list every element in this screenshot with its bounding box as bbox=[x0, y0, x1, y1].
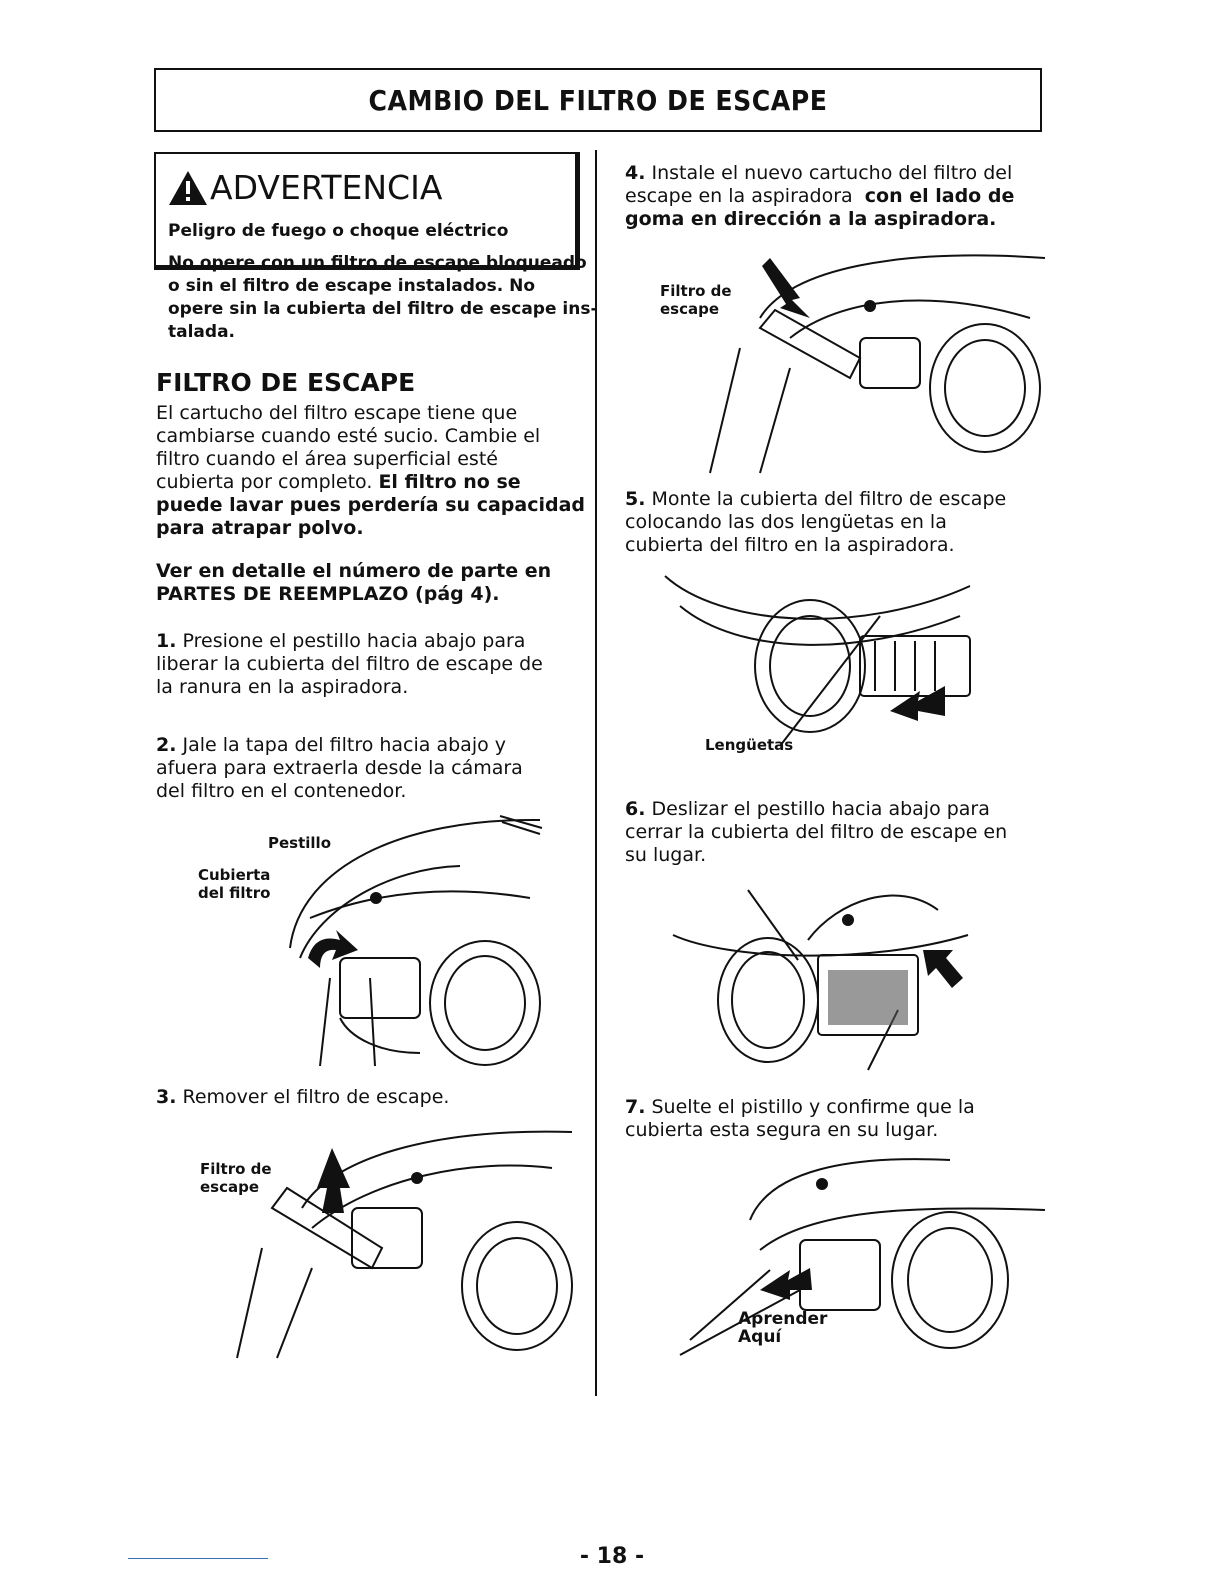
warning-title-text: ADVERTENCIA bbox=[210, 168, 443, 207]
page-number: - 18 - bbox=[579, 1544, 645, 1569]
warning-line: No opere con un filtro de escape bloquea… bbox=[168, 253, 587, 273]
warning-line: opere sin la cubierta del filtro de esca… bbox=[168, 299, 598, 319]
step-text: colocando las dos lengüetas en la bbox=[625, 511, 947, 533]
column-divider bbox=[595, 150, 597, 1396]
intro-line: cambiarse cuando esté sucio. Cambie el bbox=[156, 425, 541, 447]
screw-icon bbox=[816, 1178, 828, 1190]
intro-bold-line: para atrapar polvo. bbox=[156, 517, 364, 539]
step-3: 3. Remover el filtro de escape. bbox=[156, 1086, 449, 1109]
step-number: 3. bbox=[156, 1086, 177, 1108]
up-arrow-icon bbox=[317, 1148, 350, 1213]
step-1: 1. Presione el pestillo hacia abajo para… bbox=[156, 630, 543, 699]
figure-remove-filter bbox=[236, 1130, 573, 1359]
warning-line: talada. bbox=[168, 322, 235, 342]
detail-paragraph: Ver en detalle el número de parte en PAR… bbox=[156, 560, 551, 606]
step-text: Jale la tapa del filtro hacia abajo y bbox=[182, 734, 507, 756]
curved-arrow-icon bbox=[308, 930, 358, 968]
warning-box bbox=[154, 152, 580, 270]
label-line: Cubierta bbox=[198, 866, 271, 884]
label-filtro-escape-3: Filtro de escape bbox=[200, 1160, 272, 1196]
figure-install-filter bbox=[709, 254, 1046, 474]
left-arrow-icon bbox=[890, 686, 945, 721]
intro-line: filtro cuando el área superficial esté bbox=[156, 448, 498, 470]
step-text: Remover el filtro de escape. bbox=[182, 1086, 450, 1108]
label-lenguetas: Lengüetas bbox=[705, 736, 794, 754]
step-text: Instale el nuevo cartucho del filtro del bbox=[651, 162, 1013, 184]
step-number: 5. bbox=[625, 488, 646, 510]
step-text: Deslizar el pestillo hacia abajo para bbox=[651, 798, 990, 820]
step-text: Monte la cubierta del filtro de escape bbox=[651, 488, 1007, 510]
figure-latch-release bbox=[289, 815, 543, 1066]
step-text-bold: goma en dirección a la aspiradora. bbox=[625, 208, 997, 230]
label-line: escape bbox=[660, 300, 720, 318]
screw-icon bbox=[411, 1172, 423, 1184]
label-filtro-escape-4: Filtro de escape bbox=[660, 282, 732, 318]
step-number: 7. bbox=[625, 1096, 646, 1118]
step-2: 2. Jale la tapa del filtro hacia abajo y… bbox=[156, 734, 523, 803]
label-line: del filtro bbox=[198, 884, 271, 902]
figure-confirm-cover bbox=[679, 1158, 1046, 1356]
screw-icon bbox=[370, 892, 382, 904]
label-line: Aquí bbox=[738, 1327, 782, 1347]
page-title: CAMBIO DEL FILTRO DE ESCAPE bbox=[368, 83, 828, 117]
detail-line: Ver en detalle el número de parte en bbox=[156, 560, 552, 582]
step-text: escape en la aspiradora bbox=[625, 185, 853, 207]
warning-title: ADVERTENCIA bbox=[168, 168, 442, 208]
warning-subtitle: Peligro de fuego o choque eléctrico bbox=[168, 221, 509, 241]
detail-line: PARTES DE REEMPLAZO (pág 4). bbox=[156, 583, 500, 605]
step-text: Presione el pestillo hacia abajo para bbox=[182, 630, 526, 652]
label-line: escape bbox=[200, 1178, 260, 1196]
step-5: 5. Monte la cubierta del filtro de escap… bbox=[625, 488, 1006, 557]
step-text: liberar la cubierta del filtro de escape… bbox=[156, 653, 543, 675]
step-6: 6. Deslizar el pestillo hacia abajo para… bbox=[625, 798, 1007, 867]
screw-icon bbox=[864, 300, 876, 312]
step-7: 7. Suelte el pistillo y confirme que la … bbox=[625, 1096, 975, 1142]
footer-rule bbox=[128, 1558, 268, 1559]
header-box: CAMBIO DEL FILTRO DE ESCAPE bbox=[154, 68, 1042, 132]
push-arrow-icon bbox=[760, 1268, 812, 1300]
down-arrow-icon bbox=[762, 258, 810, 318]
step-number: 6. bbox=[625, 798, 646, 820]
figure-slide-latch bbox=[672, 889, 969, 1071]
step-4: 4. Instale el nuevo cartucho del filtro … bbox=[625, 162, 1014, 231]
screw-icon bbox=[842, 914, 854, 926]
diagonal-arrow-icon bbox=[923, 950, 963, 988]
warning-line: o sin el filtro de escape instalados. No bbox=[168, 276, 536, 296]
warning-triangle-icon bbox=[169, 171, 207, 205]
intro-paragraph: El cartucho del filtro escape tiene que … bbox=[156, 402, 585, 540]
intro-line: El cartucho del filtro escape tiene que bbox=[156, 402, 518, 424]
figure-mount-cover bbox=[664, 575, 971, 747]
step-text: cerrar la cubierta del filtro de escape … bbox=[625, 821, 1008, 843]
step-text: del filtro en el contenedor. bbox=[156, 780, 407, 802]
step-text: la ranura en la aspiradora. bbox=[156, 676, 409, 698]
label-line: Filtro de bbox=[660, 282, 732, 300]
step-text: Suelte el pistillo y confirme que la bbox=[651, 1096, 975, 1118]
step-text-bold: con el lado de bbox=[864, 185, 1015, 207]
step-text: cubierta del filtro en la aspiradora. bbox=[625, 534, 955, 556]
label-cubierta: Cubierta del filtro bbox=[198, 866, 270, 902]
step-text: afuera para extraerla desde la cámara bbox=[156, 757, 523, 779]
intro-bold-inline: El filtro no se bbox=[378, 471, 521, 493]
step-number: 4. bbox=[625, 162, 646, 184]
filter-mesh bbox=[828, 970, 908, 1025]
step-text: su lugar. bbox=[625, 844, 707, 866]
step-number: 2. bbox=[156, 734, 177, 756]
step-text: cubierta esta segura en su lugar. bbox=[625, 1119, 939, 1141]
intro-bold-line: puede lavar pues perdería su capacidad bbox=[156, 494, 585, 516]
warning-text: No opere con un filtro de escape bloquea… bbox=[168, 252, 598, 344]
label-line: Aprender bbox=[738, 1309, 828, 1329]
label-line: Filtro de bbox=[200, 1160, 272, 1178]
section-title: FILTRO DE ESCAPE bbox=[156, 368, 416, 397]
step-number: 1. bbox=[156, 630, 177, 652]
intro-line: cubierta por completo. bbox=[156, 471, 373, 493]
label-aprender-aqui: Aprender Aquí bbox=[738, 1310, 827, 1346]
label-pestillo: Pestillo bbox=[268, 834, 331, 852]
